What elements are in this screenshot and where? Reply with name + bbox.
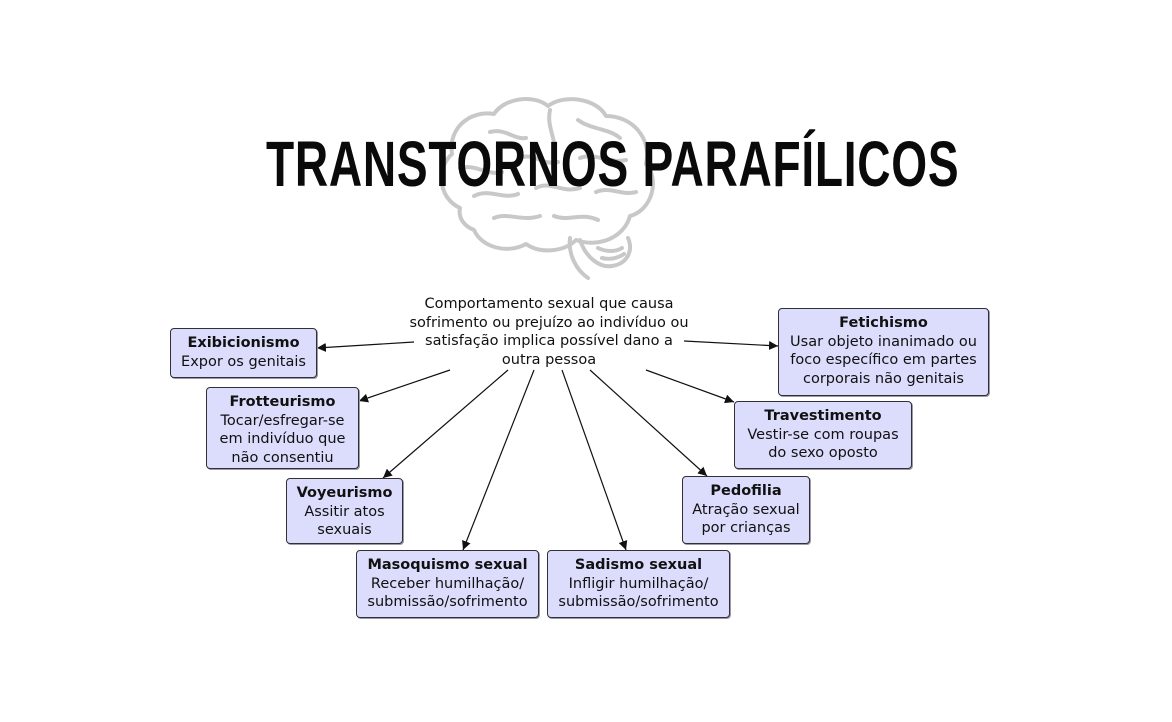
node-description: Tocar/esfregar-se em indivíduo que não c… (219, 412, 346, 466)
node-description: Infligir humilhação/ submissão/sofriment… (558, 575, 719, 611)
arrow-to-voyeurismo (382, 369, 509, 479)
node-description: Expor os genitais (181, 353, 306, 370)
node-pedofilia: Pedofilia Atração sexual por crianças (682, 476, 810, 544)
node-description: Assitir atos sexuais (304, 503, 385, 539)
node-voyeurismo: Voyeurismo Assitir atos sexuais (286, 478, 403, 544)
node-title: Masoquismo sexual (367, 557, 528, 573)
node-description: Usar objeto inanimado ou foco específico… (790, 333, 977, 387)
arrow-to-sadismo (561, 369, 628, 551)
central-definition: Comportamento sexual que causa sofriment… (409, 296, 689, 368)
arrow-to-fetichismo (683, 340, 779, 351)
arrow-to-masoquismo (462, 369, 535, 551)
arrow-to-frotteurismo (358, 369, 451, 403)
node-travestimento: Travestimento Vestir-se com roupas do se… (734, 401, 912, 469)
node-description: Atração sexual por crianças (692, 501, 800, 537)
node-title: Sadismo sexual (574, 557, 703, 573)
node-exibicionismo: Exibicionismo Expor os genitais (170, 328, 317, 378)
arrow-to-travestimento (645, 369, 735, 404)
node-title: Travestimento (764, 408, 882, 424)
node-description: Receber humilhação/ submissão/sofrimento (367, 575, 528, 611)
arrow-to-pedofilia (589, 369, 708, 477)
node-title: Exibicionismo (187, 335, 300, 351)
node-title: Voyeurismo (296, 485, 393, 501)
node-title: Frotteurismo (229, 394, 336, 410)
arrow-to-exibicionismo (316, 341, 415, 352)
node-masoquismo: Masoquismo sexual Receber humilhação/ su… (356, 550, 539, 618)
node-fetichismo: Fetichismo Usar objeto inanimado ou foco… (778, 308, 989, 396)
node-frotteurismo: Frotteurismo Tocar/esfregar-se em indiví… (206, 387, 359, 469)
node-sadismo: Sadismo sexual Infligir humilhação/ subm… (547, 550, 730, 618)
node-title: Pedofilia (710, 483, 782, 499)
node-description: Vestir-se com roupas do sexo oposto (747, 426, 899, 462)
node-title: Fetichismo (839, 315, 928, 331)
brain-icon (439, 97, 655, 280)
